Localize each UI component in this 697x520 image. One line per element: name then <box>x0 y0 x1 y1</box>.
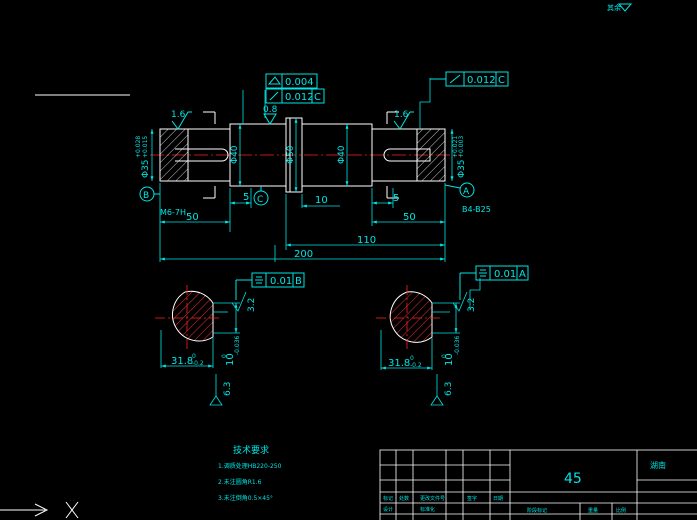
tb-label-4: 日期 <box>493 496 503 502</box>
dim-phi40-right: Φ40 <box>337 145 347 164</box>
roughness-right-end: 1.6 <box>394 110 409 120</box>
svg-text:A: A <box>519 269 526 280</box>
dim-right-tol-lower: +0.003 <box>458 136 465 158</box>
right-phi40-step <box>301 123 373 187</box>
svg-text:0.01: 0.01 <box>494 269 516 280</box>
roughness-middle: 0.8 <box>263 105 278 115</box>
title-block-texts: 45 湖南 标记 处数 更改文件号 签字 日期 设计 标准化 阶段标记 重量 比… <box>383 460 666 514</box>
tb-label-1: 处数 <box>399 495 409 502</box>
dim-right-end-dia: Φ35 <box>457 159 467 178</box>
gdt-frame-4: 0.01 B <box>235 272 305 300</box>
sec-left-width-tol-upper: 0 <box>192 353 196 360</box>
gdt-frame-5: 0.01 A <box>459 265 529 300</box>
sec-right-rough-key: 3.2 <box>467 298 477 312</box>
svg-text:C: C <box>498 75 505 86</box>
gdt-frame-2: 0.012 C <box>265 88 325 104</box>
sec-left-width-tol: -0.2 <box>192 360 204 367</box>
top-right-roughness-mark: 其余 <box>607 3 633 12</box>
ucs-icon <box>0 501 79 519</box>
tb-label-0: 标记 <box>383 495 393 502</box>
sec-right-width-tol: -0.2 <box>410 362 422 369</box>
tech-req-title: 技术要求 <box>233 444 269 456</box>
svg-text:C: C <box>257 195 263 205</box>
dim-left-end-dia: Φ35 <box>141 159 151 178</box>
sec-right-width: 31.8 <box>388 358 410 369</box>
svg-text:0.01: 0.01 <box>270 276 292 287</box>
material-text: 45 <box>564 471 582 487</box>
title-block <box>379 449 697 520</box>
dim-110: 110 <box>357 235 376 246</box>
tb-stage-2: 比例 <box>616 507 626 514</box>
datum-c: C <box>253 186 269 206</box>
dim-50-right: 50 <box>403 212 416 223</box>
dim-50-left: 50 <box>186 212 199 223</box>
dim-center-right: B4-B25 <box>462 205 491 214</box>
shaft-main-view <box>150 111 460 199</box>
dim-left-tol-upper: +0.028 <box>135 136 142 158</box>
datum-b: B <box>139 186 160 202</box>
dimension-texts: 50 5 10 5 50 110 200 M6-7H B4-B25 <box>160 192 491 260</box>
right-keyway <box>383 148 431 162</box>
tb-stage-0: 阶段标记 <box>527 507 547 514</box>
sec-right-width-tol-upper: 0 <box>410 355 414 362</box>
dim-200: 200 <box>294 249 313 260</box>
datum-a: A <box>444 182 475 198</box>
sec-left-key-tol: -0.036 <box>234 335 241 355</box>
company-text: 湖南 <box>650 460 666 470</box>
sec-right-key: 10 <box>444 353 455 366</box>
dim-10: 10 <box>315 195 328 206</box>
left-end-hatched <box>159 128 189 182</box>
svg-text:B: B <box>143 191 149 201</box>
left-keyway <box>175 148 229 162</box>
sec-left-rough-bottom: 6.3 <box>223 382 233 396</box>
sec-left-rough-key: 3.2 <box>247 298 257 312</box>
dim-phi40-left: Φ40 <box>230 145 240 164</box>
dim-phi50: Φ50 <box>286 145 296 164</box>
sec-left-key-tol-upper: 0 <box>221 354 228 358</box>
gdt-frame-1: 0.004 <box>265 73 318 89</box>
tb-label-3: 签字 <box>467 495 477 502</box>
dim-5-left: 5 <box>243 192 249 203</box>
sec-right-rough-bottom: 6.3 <box>444 382 454 396</box>
svg-text:A: A <box>463 187 470 197</box>
top-right-mark-text: 其余 <box>607 3 621 12</box>
section-view-right: 31.8 0 -0.2 10 0 -0.036 3.2 6.3 <box>376 285 477 406</box>
technical-requirements: 技术要求 1.调质处理HB220-250 2.未注圆角R1.6 3.未注倒角0.… <box>218 444 282 502</box>
svg-text:0.004: 0.004 <box>285 77 314 88</box>
section-view-left: 31.8 0 -0.2 10 0 -0.036 3.2 6.3 <box>155 285 257 406</box>
dim-left-tol-lower: +0.015 <box>142 136 149 158</box>
tb-stage-1: 重量 <box>588 507 598 514</box>
svg-text:0.012: 0.012 <box>467 75 496 86</box>
dimension-lines <box>150 78 481 310</box>
tech-req-line1: 1.调质处理HB220-250 <box>218 462 282 470</box>
svg-text:C: C <box>314 92 321 103</box>
dim-right-tol-upper: +0.021 <box>452 136 459 158</box>
dim-thread-left: M6-7H <box>160 208 186 217</box>
sec-left-key: 10 <box>225 353 236 366</box>
sec-right-key-tol-upper: 0 <box>441 354 448 358</box>
diameter-texts: Φ35 +0.028 +0.015 Φ40 Φ50 Φ40 Φ35 +0.021… <box>135 136 467 178</box>
tech-req-line3: 3.未注倒角0.5×45° <box>218 494 273 502</box>
sec-left-width: 31.8 <box>171 356 193 367</box>
tech-req-line2: 2.未注圆角R1.6 <box>218 478 262 486</box>
tb-label-2: 更改文件号 <box>420 495 445 502</box>
roughness-left-end: 1.6 <box>171 110 186 120</box>
roughness-symbols: 1.6 0.8 1.6 <box>171 105 414 130</box>
tb-label2-2: 标准化 <box>420 506 435 513</box>
sec-right-key-tol: -0.036 <box>454 335 461 355</box>
tb-label2-0: 设计 <box>383 506 393 513</box>
svg-text:0.012: 0.012 <box>285 92 314 103</box>
gdt-frame-3: 0.012 C <box>430 71 509 87</box>
right-end-hatched <box>416 128 446 182</box>
svg-text:B: B <box>295 276 302 287</box>
dim-5-right: 5 <box>393 193 399 204</box>
